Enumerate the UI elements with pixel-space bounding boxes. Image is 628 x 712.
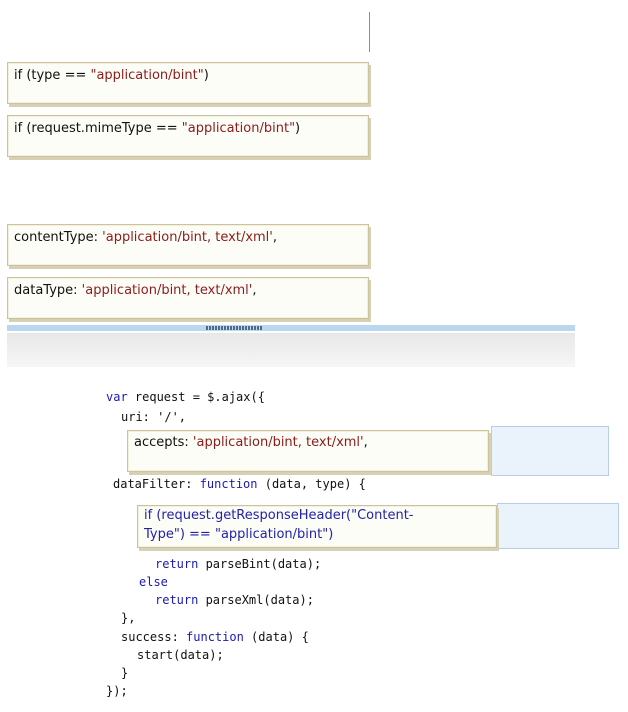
code-line: start(data); [137, 648, 224, 662]
splitter-grip-icon[interactable] [206, 326, 262, 330]
panel-splitter[interactable] [7, 325, 575, 331]
code-line: return parseBint(data); [155, 557, 322, 571]
code-line: }); [106, 684, 128, 698]
choice-data-type[interactable]: dataType: 'application/bint, text/xml', [7, 277, 369, 319]
drop-target-empty[interactable] [497, 503, 619, 549]
drop-target-accepts[interactable]: accepts: 'application/bint, text/xml', [127, 430, 489, 472]
choice-if-type[interactable]: if (type == "application/bint") [7, 62, 369, 104]
code-line: }, [121, 611, 136, 625]
drop-target-empty[interactable] [491, 426, 609, 476]
panel-header [7, 333, 575, 367]
code-line: dataFilter: function (data, type) { [113, 477, 366, 491]
code-line: success: function (data) { [121, 630, 309, 644]
divider-line [369, 12, 370, 52]
choice-if-request-mimetype[interactable]: if (request.mimeType == "application/bin… [7, 115, 369, 157]
code-line: else [139, 575, 168, 589]
code-line: var request = $.ajax({ [106, 390, 265, 404]
code-line: uri: '/', [121, 410, 187, 424]
choice-content-type[interactable]: contentType: 'application/bint, text/xml… [7, 224, 369, 266]
code-line: } [121, 666, 129, 680]
code-line: return parseXml(data); [155, 593, 314, 607]
drop-target-if-header[interactable]: if (request.getResponseHeader("Content- … [137, 505, 497, 548]
